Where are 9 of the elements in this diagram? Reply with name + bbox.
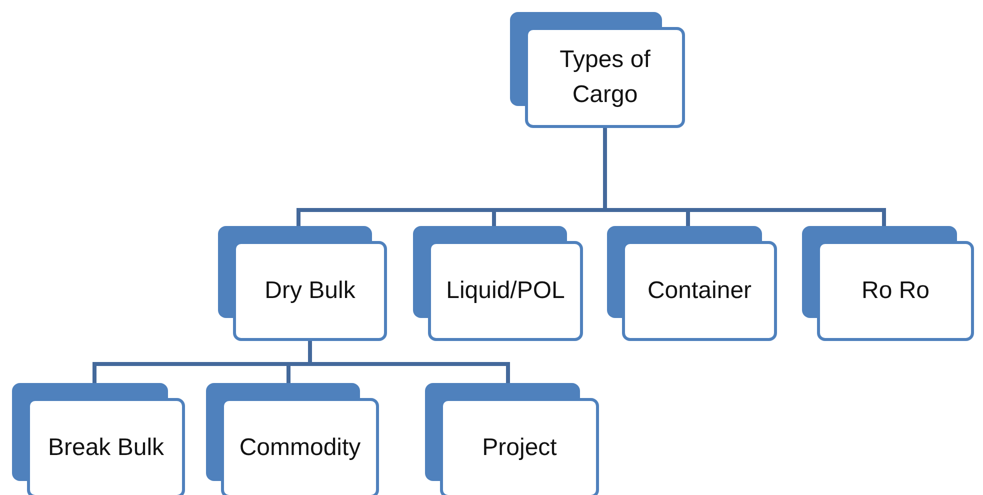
node-label: Container (647, 276, 752, 306)
connector-line (308, 341, 510, 383)
node-label: Project (482, 432, 557, 463)
node-label: Liquid/POL (446, 276, 565, 306)
node-label: Break Bulk (48, 432, 164, 463)
node-label: Ro Ro (861, 276, 930, 306)
node-label: Commodity (239, 432, 361, 463)
node-label: Dry Bulk (264, 276, 356, 306)
node-label: Types of Cargo (558, 44, 652, 110)
